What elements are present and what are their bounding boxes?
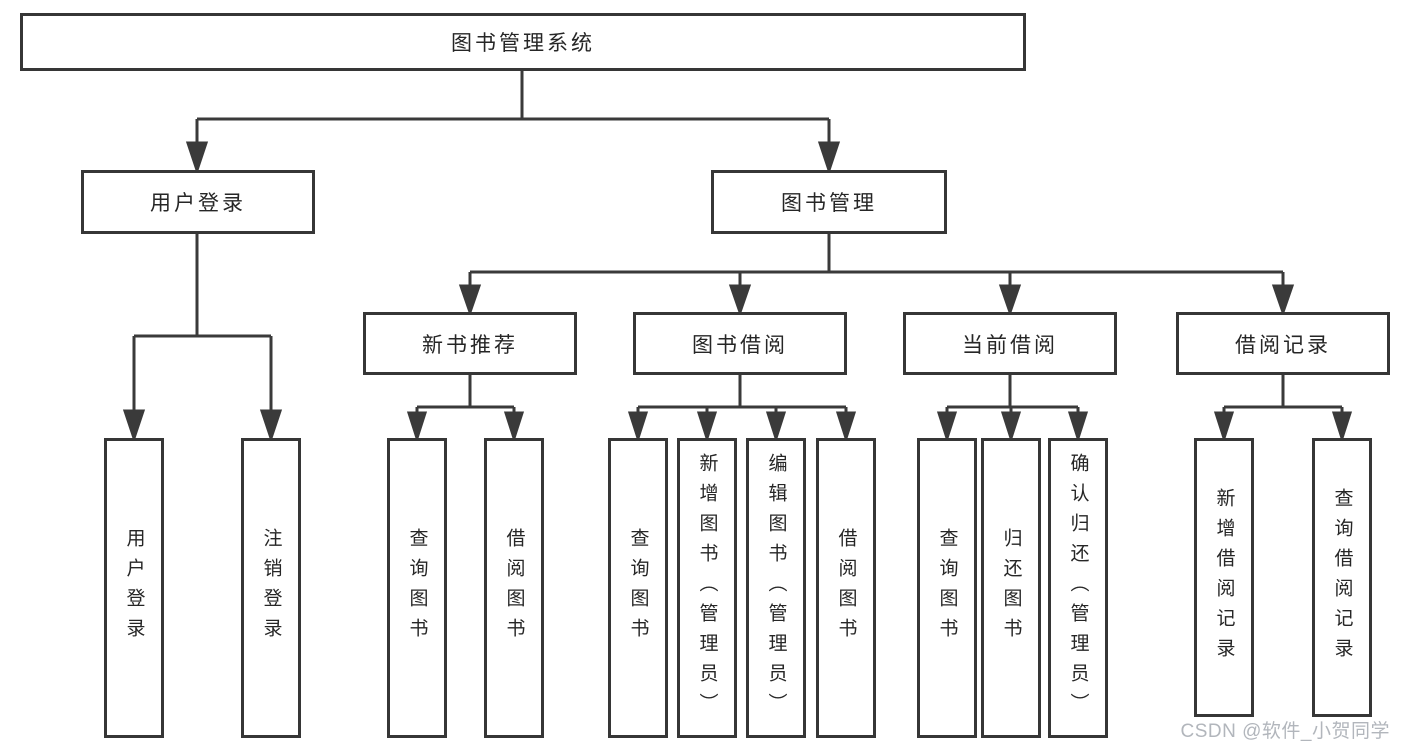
leaf-borrow-query-books: 查询图书 [608, 438, 668, 738]
edges-book-borrow [627, 375, 857, 443]
leaf-query-borrow-record: 查询借阅记录 [1312, 438, 1372, 717]
arrowhead [122, 409, 146, 443]
node-new-book-recommend: 新书推荐 [363, 312, 577, 375]
leaf-add-book-admin: 新增图书（管理员） [677, 438, 737, 738]
leaf-confirm-return-admin: 确认归还（管理员） [1048, 438, 1108, 738]
arrowhead [998, 284, 1022, 317]
edges-new-book-recommend [406, 375, 525, 443]
arrowhead [1331, 411, 1353, 443]
leaf-recommend-query-books: 查询图书 [387, 438, 447, 738]
arrowhead [185, 141, 209, 175]
csdn-watermark: CSDN @软件_小贺同学 [1180, 721, 1390, 742]
leaf-add-borrow-record: 新增借阅记录 [1194, 438, 1254, 717]
arrowhead [503, 411, 525, 443]
arrowhead [1213, 411, 1235, 443]
arrowhead [627, 411, 649, 443]
leaf-recommend-borrow-books: 借阅图书 [484, 438, 544, 738]
arrowhead [728, 284, 752, 317]
arrowhead [1000, 411, 1022, 443]
leaf-borrow-books: 借阅图书 [816, 438, 876, 738]
leaf-logout: 注销登录 [241, 438, 301, 738]
arrowhead [817, 141, 841, 175]
leaf-user-login: 用户登录 [104, 438, 164, 738]
arrowhead [765, 411, 787, 443]
arrowhead [458, 284, 482, 317]
node-user-login: 用户登录 [81, 170, 315, 234]
arrowhead [259, 409, 283, 443]
leaf-current-query-books: 查询图书 [917, 438, 977, 738]
node-book-management: 图书管理 [711, 170, 947, 234]
edges-user-login [122, 234, 283, 443]
arrowhead [1271, 284, 1295, 317]
leaf-edit-book-admin: 编辑图书（管理员） [746, 438, 806, 738]
arrowhead [835, 411, 857, 443]
edges-borrow-records [1213, 375, 1353, 443]
edges-root [185, 71, 841, 175]
node-borrow-records: 借阅记录 [1176, 312, 1390, 375]
edges-current-borrow [936, 375, 1089, 443]
arrowhead [406, 411, 428, 443]
leaf-return-book: 归还图书 [981, 438, 1041, 738]
node-root: 图书管理系统 [20, 13, 1026, 71]
node-current-borrow: 当前借阅 [903, 312, 1117, 375]
edges-book-management [458, 234, 1295, 317]
arrowhead [1067, 411, 1089, 443]
arrowhead [696, 411, 718, 443]
node-book-borrow: 图书借阅 [633, 312, 847, 375]
arrowhead [936, 411, 958, 443]
